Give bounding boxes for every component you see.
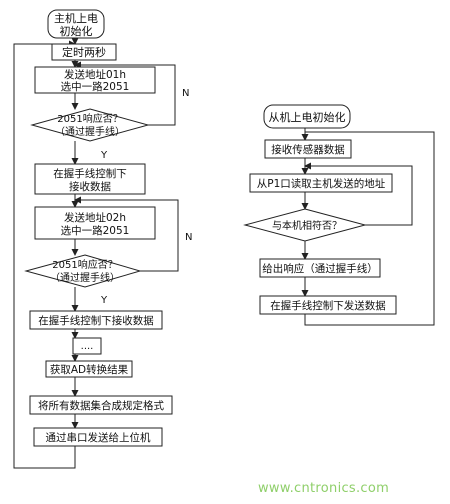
svg-text:初始化: 初始化 [60,24,93,38]
svg-text:与本机相符否？: 与本机相符否？ [272,219,342,232]
svg-text:将所有数据集合成规定格式: 将所有数据集合成规定格式 [38,399,164,412]
svg-text:选中一路2051: 选中一路2051 [61,80,130,93]
slave-receive-sensor-box: 接收传感器数据 [264,139,352,159]
svg-text:（通过握手线）: （通过握手线） [55,125,125,138]
slave-match-check-diamond: 与本机相符否？ [243,208,367,242]
slave-read-address-box: 从P1口读取主机发送的地址 [249,173,393,193]
svg-text:从P1口读取主机发送的地址: 从P1口读取主机发送的地址 [257,177,386,190]
svg-text:....: .... [81,341,94,352]
slave-connectors [301,128,435,326]
master-receive-data-1-box: 在握手线控制下 接收数据 [34,163,146,195]
svg-text:发送地址01h: 发送地址01h [64,68,126,81]
svg-text:主机上电: 主机上电 [54,11,98,25]
slave-start-node: 从机上电初始化 [263,104,351,129]
svg-text:2051响应否？: 2051响应否？ [52,258,117,271]
yes-label-1: Y [100,150,108,161]
watermark: www.cntronics.com [258,481,390,496]
svg-text:接收数据: 接收数据 [69,180,111,193]
master-send-address-2-box: 发送地址02h 选中一路2051 [34,206,156,240]
slave-respond-box: 给出响应（通过握手线） [259,258,381,278]
svg-text:2051响应否？: 2051响应否？ [57,112,122,125]
no-label-2: N [185,232,192,243]
master-send-address-1-box: 发送地址01h 选中一路2051 [34,66,156,94]
svg-text:在握手线控制下发送数据: 在握手线控制下发送数据 [270,299,386,312]
yes-label-2: Y [100,295,108,306]
svg-text:定时两秒: 定时两秒 [62,45,106,59]
master-response-check-1-diamond: 2051响应否？ （通过握手线） [30,108,150,142]
master-connectors [13,38,179,469]
master-format-data-box: 将所有数据集合成规定格式 [29,395,173,415]
svg-text:在握手线控制下: 在握手线控制下 [53,167,127,180]
slave-send-data-box: 在握手线控制下发送数据 [259,295,397,315]
svg-text:通过串口发送给上位机: 通过串口发送给上位机 [46,431,151,444]
master-timer-box: 定时两秒 [51,43,117,61]
master-ellipsis-box: .... [72,337,102,355]
svg-text:选中一路2051: 选中一路2051 [61,224,130,237]
svg-text:在握手线控制下接收数据: 在握手线控制下接收数据 [38,314,154,327]
svg-text:获取AD转换结果: 获取AD转换结果 [50,363,129,376]
svg-text:给出响应（通过握手线）: 给出响应（通过握手线） [262,262,378,275]
master-start-node: 主机上电 初始化 [47,9,105,39]
master-serial-upload-box: 通过串口发送给上位机 [33,427,163,447]
svg-text:接收传感器数据: 接收传感器数据 [271,143,345,156]
svg-text:从机上电初始化: 从机上电初始化 [269,110,346,124]
svg-text:（通过握手线）: （通过握手线） [50,271,120,284]
master-receive-data-2-box: 在握手线控制下接收数据 [29,310,163,330]
svg-text:发送地址02h: 发送地址02h [64,211,126,224]
master-ad-result-box: 获取AD转换结果 [45,360,133,378]
master-response-check-2-diamond: 2051响应否？ （通过握手线） [24,254,142,288]
no-label-1: N [182,88,189,99]
